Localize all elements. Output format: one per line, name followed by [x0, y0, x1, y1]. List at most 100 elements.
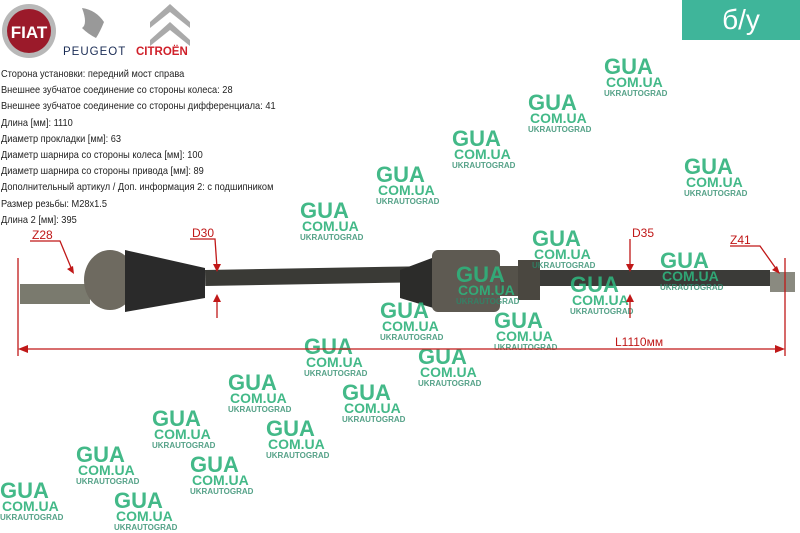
watermark-text: GUA	[528, 90, 577, 115]
watermark-text: GUA	[494, 308, 543, 333]
watermark-text: COM.UA	[534, 246, 591, 262]
watermark-text: GUA	[532, 226, 581, 251]
watermark-text: COM.UA	[606, 74, 663, 90]
watermark-text: GUA	[418, 344, 467, 369]
watermark-text: UKRAUTOGRAD	[376, 197, 440, 206]
watermark-text: GUA	[570, 272, 619, 297]
watermark-text: UKRAUTOGRAD	[152, 441, 216, 450]
watermark-text: COM.UA	[344, 400, 401, 416]
watermark-text: GUA	[342, 380, 391, 405]
watermark-text: UKRAUTOGRAD	[266, 451, 330, 460]
watermark-text: UKRAUTOGRAD	[114, 523, 178, 532]
watermark-text: GUA	[380, 298, 429, 323]
spec-item: Длина [мм]: 1110	[1, 116, 73, 129]
watermark-text: GUA	[300, 198, 349, 223]
watermark-text: UKRAUTOGRAD	[300, 233, 364, 242]
z41-label: Z41	[730, 233, 751, 247]
watermark-text: COM.UA	[458, 282, 515, 298]
watermark-text: GUA	[376, 162, 425, 187]
watermark-text: GUA	[452, 126, 501, 151]
fiat-logo: FIAT	[2, 4, 56, 58]
watermark-text: COM.UA	[662, 268, 719, 284]
spec-list: Сторона установки: передний мост справа …	[1, 66, 276, 228]
watermark-text: UKRAUTOGRAD	[532, 261, 596, 270]
watermark-text: UKRAUTOGRAD	[190, 487, 254, 496]
spec-item: Размер резьбы: M28x1.5	[1, 197, 107, 210]
watermark-text: UKRAUTOGRAD	[418, 379, 482, 388]
watermark-text: GUA	[190, 452, 239, 477]
spec-item: Сторона установки: передний мост справа	[1, 68, 185, 80]
watermark-text: COM.UA	[454, 146, 511, 162]
spec-item: Диаметр шарнира со стороны колеса [мм]: …	[1, 149, 203, 162]
svg-text:CITROËN: CITROËN	[136, 45, 188, 58]
watermark-text: GUA	[456, 262, 505, 287]
watermark: GUACOM.UAUKRAUTOGRADGUACOM.UAUKRAUTOGRAD…	[0, 54, 748, 532]
used-badge: б/у	[682, 0, 800, 40]
watermark-text: GUA	[266, 416, 315, 441]
watermark-text: COM.UA	[420, 364, 477, 380]
brand-logos: FIAT PEUGEOT CITROËN	[2, 4, 190, 58]
watermark-text: UKRAUTOGRAD	[570, 307, 634, 316]
watermark-text: GUA	[152, 406, 201, 431]
watermark-text: GUA	[0, 478, 49, 503]
watermark-text: UKRAUTOGRAD	[494, 343, 558, 352]
spec-item: Дополнительный артикул / Доп. информация…	[1, 181, 274, 194]
watermark-text: GUA	[228, 370, 277, 395]
watermark-text: COM.UA	[378, 182, 435, 198]
watermark-text: COM.UA	[302, 218, 359, 234]
dimension-annotations	[17, 238, 786, 356]
watermark-text: UKRAUTOGRAD	[452, 161, 516, 170]
svg-text:PEUGEOT: PEUGEOT	[63, 46, 126, 58]
watermark-text: COM.UA	[116, 508, 173, 524]
watermark-text: UKRAUTOGRAD	[528, 125, 592, 134]
watermark-text: GUA	[304, 334, 353, 359]
watermark-text: UKRAUTOGRAD	[456, 297, 520, 306]
watermark-text: COM.UA	[2, 498, 59, 514]
spec-item: Внешнее зубчатое соединение со стороны к…	[1, 84, 233, 97]
spec-item: Внешнее зубчатое соединение со стороны д…	[1, 100, 276, 113]
watermark-text: COM.UA	[268, 436, 325, 452]
peugeot-logo: PEUGEOT	[63, 8, 126, 58]
watermark-text: UKRAUTOGRAD	[342, 415, 406, 424]
svg-text:FIAT: FIAT	[11, 23, 48, 42]
watermark-text: UKRAUTOGRAD	[228, 405, 292, 414]
watermark-text: COM.UA	[306, 354, 363, 370]
watermark-text: COM.UA	[496, 328, 553, 344]
watermark-text: COM.UA	[686, 174, 743, 190]
length-label: L1110мм	[615, 335, 663, 349]
spec-item: Длина 2 [мм]: 395	[1, 213, 77, 226]
watermark-text: GUA	[660, 248, 709, 273]
watermark-text: UKRAUTOGRAD	[380, 333, 444, 342]
watermark-text: COM.UA	[382, 318, 439, 334]
spec-item: Диаметр шарнира со стороны привода [мм]:…	[1, 165, 204, 178]
watermark-text: GUA	[684, 154, 733, 179]
citroen-logo: CITROËN	[136, 4, 190, 58]
watermark-text: UKRAUTOGRAD	[0, 513, 64, 522]
watermark-text: GUA	[604, 54, 653, 79]
d35-label: D35	[632, 226, 654, 240]
watermark-text: COM.UA	[572, 292, 629, 308]
watermark-text: UKRAUTOGRAD	[604, 89, 668, 98]
